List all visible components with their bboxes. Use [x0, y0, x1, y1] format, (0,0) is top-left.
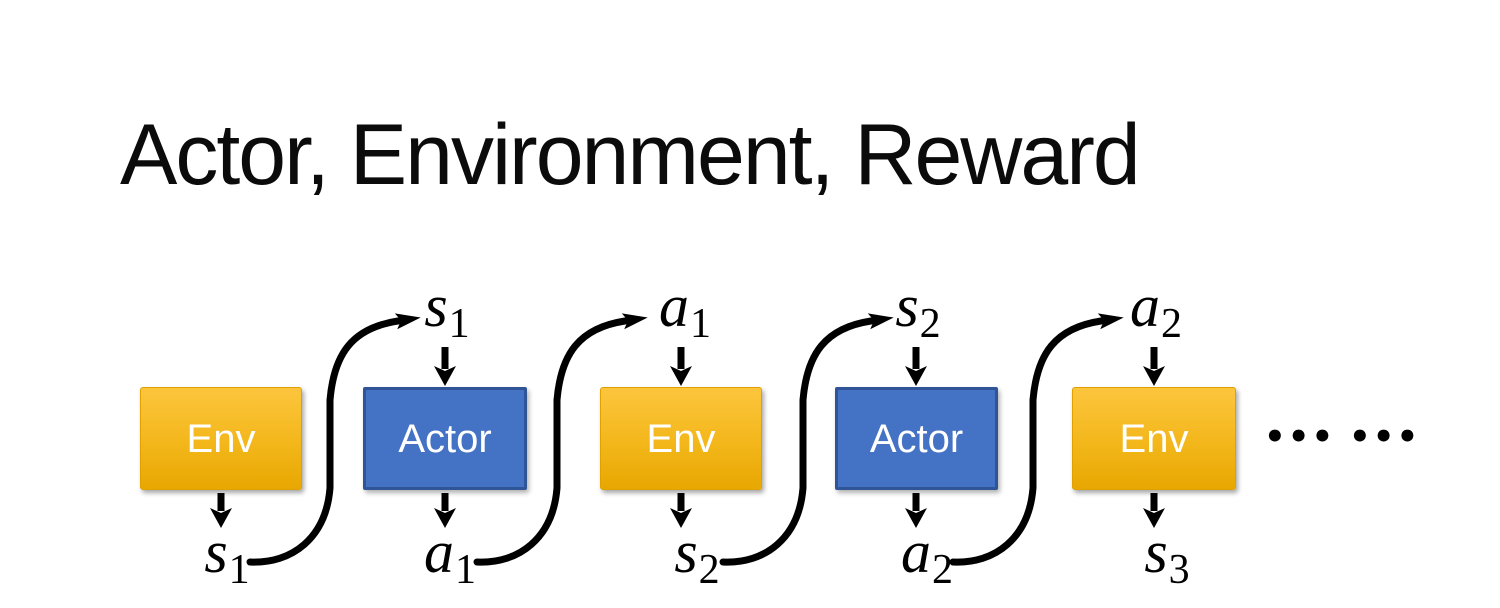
env-box-2-label: Env [646, 416, 716, 461]
actor-box-2: Actor [835, 387, 998, 490]
top-label-a1-sub: 1 [690, 301, 711, 347]
bottom-label-a1-base: a [424, 519, 454, 585]
top-label-s1: s1 [424, 276, 469, 345]
top-label-s1-base: s [424, 273, 448, 339]
curve-arrow-s1-to-actor1 [246, 313, 421, 566]
bottom-label-a1: a1 [424, 522, 476, 591]
curve-arrow-a1-to-env2 [473, 313, 648, 566]
top-label-a1: a1 [659, 276, 711, 345]
bottom-label-a1-sub: 1 [455, 547, 476, 593]
continuation-dots: ••• ••• [1264, 417, 1421, 457]
top-label-s2-sub: 2 [919, 301, 941, 347]
bottom-label-s3-base: s [1144, 519, 1168, 585]
env-box-1: Env [140, 387, 302, 490]
top-label-a2-base: a [1130, 273, 1160, 339]
bottom-label-s3: s3 [1144, 522, 1189, 591]
top-label-a1-base: a [659, 273, 689, 339]
top-label-s2-base: s [895, 273, 919, 339]
env-box-3-label: Env [1119, 416, 1189, 461]
top-label-a2: a2 [1130, 276, 1182, 345]
curve-arrow-a2-to-env3 [949, 313, 1124, 566]
bottom-label-a2-base: a [901, 519, 931, 585]
bottom-label-a2-sub: 2 [932, 547, 953, 593]
bottom-label-s2: s2 [674, 522, 719, 591]
top-label-a2-sub: 2 [1161, 301, 1182, 347]
env-box-2: Env [600, 387, 762, 490]
top-label-s2: s2 [895, 276, 940, 345]
bottom-label-s1: s1 [204, 522, 249, 591]
bottom-label-s2-sub: 2 [698, 547, 720, 593]
bottom-label-s1-base: s [204, 519, 228, 585]
curve-arrow-s2-to-actor2 [719, 313, 894, 566]
actor-box-1: Actor [363, 387, 527, 490]
env-box-3: Env [1072, 387, 1236, 490]
env-box-1-label: Env [186, 416, 256, 461]
bottom-label-s2-base: s [674, 519, 698, 585]
top-label-s1-sub: 1 [448, 301, 470, 347]
bottom-label-s3-sub: 3 [1168, 547, 1190, 593]
slide-title: Actor, Environment, Reward [120, 107, 1141, 203]
bottom-label-a2: a2 [901, 522, 953, 591]
actor-box-2-label: Actor [869, 416, 964, 461]
actor-box-1-label: Actor [398, 416, 492, 461]
bottom-label-s1-sub: 1 [228, 547, 250, 593]
